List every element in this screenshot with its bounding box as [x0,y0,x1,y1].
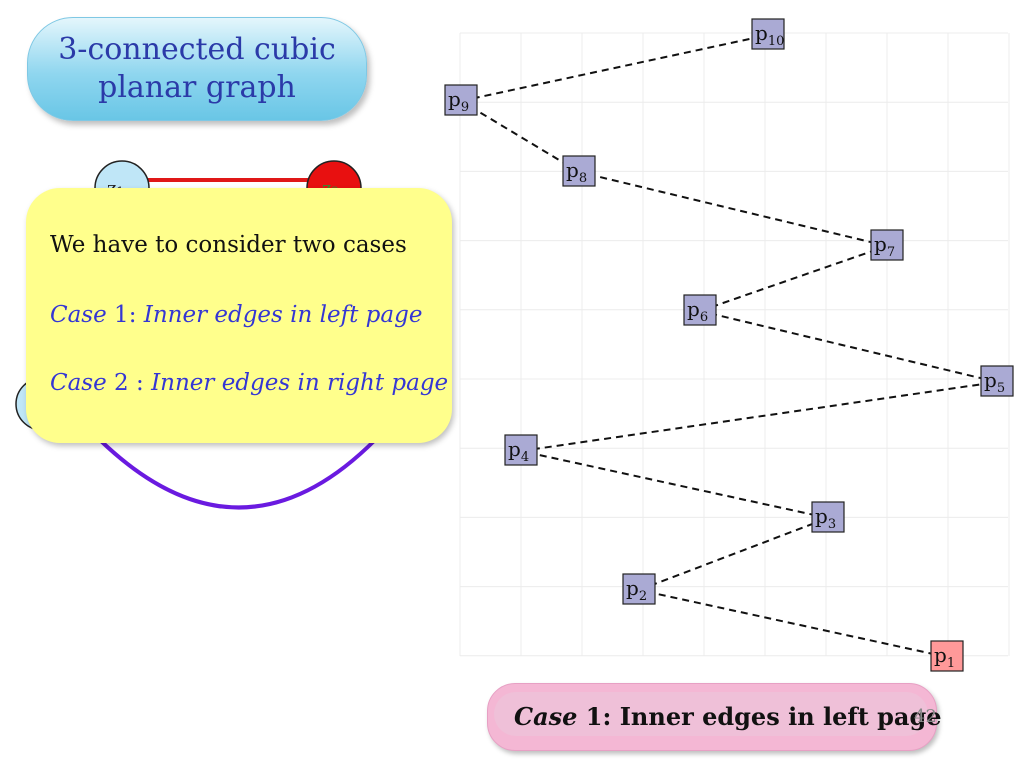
edge-p3-p4 [520,450,829,519]
vertex-box [562,155,596,187]
page-number: 42 [914,706,937,727]
edge-p9-p10 [460,34,769,102]
vertex-p1: p1 [930,640,964,672]
title-text: 3-connected cubic planar graph [58,32,336,105]
vertex-index: 4 [521,450,529,465]
note-heading: We have to consider two cases [50,232,407,258]
chain-vertices: p1 p2 p3 p4 p5 p6 p7 p8 p9 p10 [444,18,1014,672]
case2-colon: : [128,370,144,396]
case2-text: Inner edges in right page [151,370,449,396]
title-banner: 3-connected cubic planar graph [27,17,367,121]
edge-p2-p3 [638,517,829,591]
vertex-index: 2 [639,589,647,604]
background-grid [459,32,1010,657]
case2-prefix: Case [50,370,107,396]
purple-edge [98,438,377,510]
case2-line: Case 2 : Inner edges in right page [50,370,448,396]
case1-number: 1 [106,302,129,328]
vertex-p10: p10 [751,18,785,50]
vertex-p8: p8 [562,155,596,187]
vertex-box [751,18,785,50]
vertex-p2: p2 [622,573,656,605]
caption-prefix: Case [514,702,578,731]
edge-p5-p6 [699,310,998,383]
vertex-box [444,84,478,116]
vertex-index: 3 [828,517,836,532]
vertex-index: 9 [461,100,469,115]
vertex-p9: p9 [444,84,478,116]
edge-p8-p9 [460,100,580,173]
vertex-p5: p5 [980,365,1014,397]
cases-note: We have to consider two cases Case 1: In… [26,188,452,443]
vertex-box [980,365,1014,397]
caption-rest: 1: Inner edges in left page [577,702,942,731]
vertex-p7: p7 [870,229,904,261]
edge-p1-p2 [638,589,948,658]
vertex-index: 7 [887,245,895,260]
vertex-box [504,434,538,466]
vertex-index: 6 [700,310,708,325]
vertex-box [870,229,904,261]
case1-text: Inner edges in left page [143,302,423,328]
case1-prefix: Case [50,302,107,328]
edge-p4-p5 [520,381,998,452]
case1-line: Case 1: Inner edges in left page [50,302,422,328]
vertex-p4: p4 [504,434,538,466]
vertex-index: 1 [947,656,955,671]
vertex-box [930,640,964,672]
caption-inner [494,692,928,736]
caption-text: Case 1: Inner edges in left page [514,702,942,731]
caption-banner: Case 1: Inner edges in left page [487,683,942,751]
vertex-p6: p6 [683,294,717,326]
vertex-box [811,501,845,533]
case2-number: 2 [106,370,129,396]
chain-edges [460,34,998,658]
vertex-index: 8 [579,171,587,186]
edge-p7-p8 [578,171,888,247]
edge-p6-p7 [699,245,888,312]
vertex-box [622,573,656,605]
vertex-index: 10 [768,34,785,49]
vertex-box [683,294,717,326]
vertex-p3: p3 [811,501,845,533]
case1-colon: : [128,302,137,328]
vertex-index: 5 [997,381,1005,396]
